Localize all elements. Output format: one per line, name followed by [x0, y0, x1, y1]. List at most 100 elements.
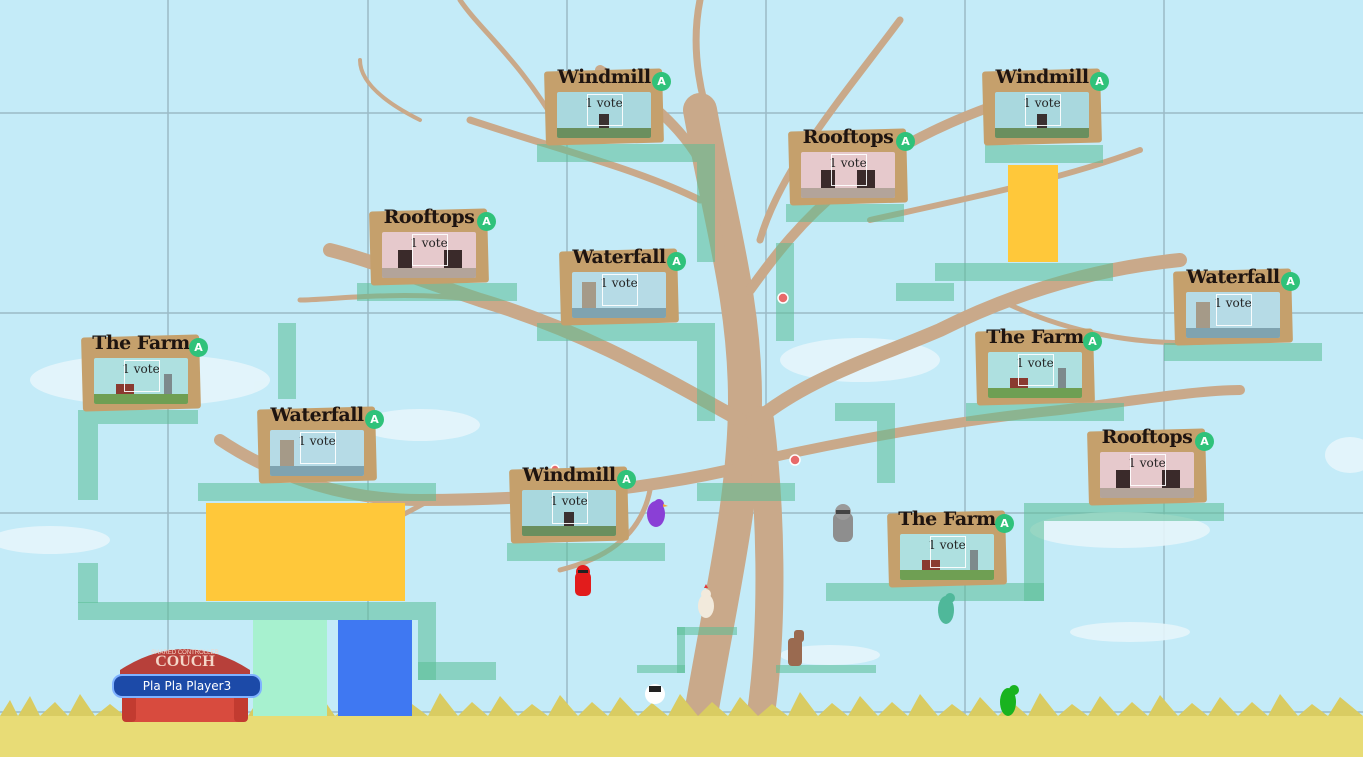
selection-cursor — [412, 234, 448, 266]
level-thumbnail — [270, 430, 364, 476]
player-name-tag: Pla Pla Player3 — [112, 674, 262, 698]
level-title: Waterfall — [270, 404, 364, 426]
selection-cursor — [1025, 94, 1061, 126]
level-title: Waterfall — [572, 246, 666, 268]
platform — [786, 204, 904, 222]
yellow-block — [206, 503, 405, 601]
level-thumbnail — [522, 490, 616, 536]
platform — [78, 602, 436, 620]
platform — [78, 410, 198, 424]
vote-count: 1 vote — [410, 236, 448, 250]
selection-cursor — [124, 360, 160, 392]
selection-cursor — [300, 432, 336, 464]
platform — [935, 263, 1113, 281]
level-card-the-farm[interactable]: The Farm 1 vote A — [975, 326, 1102, 406]
level-thumbnail — [1100, 452, 1194, 498]
yellow-block — [1008, 165, 1058, 262]
platform — [697, 162, 715, 262]
level-title: Rooftops — [383, 206, 475, 228]
level-thumbnail — [988, 352, 1082, 398]
platform — [677, 627, 737, 635]
vote-button-icon[interactable]: A — [477, 212, 496, 231]
couch-arch-line2: COUCH — [155, 653, 215, 670]
vote-count: 1 vote — [1016, 356, 1054, 370]
vote-button-icon[interactable]: A — [365, 410, 384, 429]
platform — [776, 243, 794, 341]
level-card-windmill[interactable]: Windmill 1 vote A — [982, 66, 1109, 146]
level-thumbnail — [900, 534, 994, 580]
vote-count: 1 vote — [122, 362, 160, 376]
vote-count: 1 vote — [1023, 96, 1061, 110]
platform — [877, 421, 895, 483]
vote-button-icon[interactable]: A — [617, 470, 636, 489]
vote-button-icon[interactable]: A — [1195, 432, 1214, 451]
level-card-rooftops[interactable]: Rooftops 1 vote A — [788, 126, 915, 206]
vote-button-icon[interactable]: A — [1083, 332, 1102, 351]
platform — [697, 483, 795, 501]
mint-block — [253, 620, 327, 716]
vote-button-icon[interactable]: A — [667, 252, 686, 271]
platform — [78, 563, 98, 603]
level-card-waterfall[interactable]: Waterfall 1 vote A — [1173, 266, 1300, 346]
vote-button-icon[interactable]: A — [189, 338, 208, 357]
level-card-rooftops[interactable]: Rooftops 1 vote A — [1087, 426, 1214, 506]
couch-icon: SHARED CONTROLLER COUCH — [120, 649, 250, 722]
level-thumbnail — [995, 92, 1089, 138]
vote-count: 1 vote — [1128, 456, 1166, 470]
platform — [198, 483, 436, 501]
level-thumbnail — [572, 272, 666, 318]
level-title: Windmill — [995, 66, 1089, 88]
selection-cursor — [1130, 454, 1166, 486]
level-card-waterfall[interactable]: Waterfall 1 vote A — [559, 246, 686, 326]
level-title: The Farm — [898, 508, 996, 530]
grass — [0, 692, 1363, 757]
vote-count: 1 vote — [585, 96, 623, 110]
level-title: Windmill — [557, 66, 651, 88]
platform — [278, 323, 296, 399]
level-card-the-farm[interactable]: The Farm 1 vote A — [81, 332, 208, 412]
platform — [776, 665, 876, 673]
platform — [78, 424, 98, 500]
level-thumbnail — [94, 358, 188, 404]
couch-arch-line1: SHARED CONTROLLER — [151, 650, 219, 656]
vote-count: 1 vote — [928, 538, 966, 552]
vote-button-icon[interactable]: A — [652, 72, 671, 91]
platform — [637, 665, 685, 673]
platform — [357, 283, 517, 301]
level-card-windmill[interactable]: Windmill 1 vote A — [509, 464, 636, 544]
level-card-rooftops[interactable]: Rooftops 1 vote A — [369, 206, 496, 286]
platform — [1164, 343, 1322, 361]
platform — [966, 403, 1124, 421]
platform — [507, 543, 665, 561]
level-card-waterfall[interactable]: Waterfall 1 vote A — [257, 404, 384, 484]
platform — [677, 627, 685, 673]
level-card-windmill[interactable]: Windmill 1 vote A — [544, 66, 671, 146]
selection-cursor — [587, 94, 623, 126]
platform — [985, 145, 1103, 163]
vote-count: 1 vote — [829, 156, 867, 170]
level-thumbnail — [1186, 292, 1280, 338]
platform — [1024, 503, 1224, 521]
level-title: Rooftops — [1101, 426, 1193, 448]
level-title: The Farm — [92, 332, 190, 354]
selection-cursor — [930, 536, 966, 568]
selection-cursor — [1018, 354, 1054, 386]
vote-button-icon[interactable]: A — [1090, 72, 1109, 91]
selection-cursor — [1216, 294, 1252, 326]
level-title: Waterfall — [1186, 266, 1280, 288]
platform — [697, 341, 715, 421]
level-title: Rooftops — [802, 126, 894, 148]
selection-cursor — [831, 154, 867, 186]
vote-button-icon[interactable]: A — [995, 514, 1014, 533]
vote-count: 1 vote — [600, 276, 638, 290]
platform — [1024, 521, 1044, 601]
platform — [826, 583, 1044, 601]
vote-button-icon[interactable]: A — [896, 132, 915, 151]
level-thumbnail — [382, 232, 476, 278]
level-card-the-farm[interactable]: The Farm 1 vote A — [887, 508, 1014, 588]
vote-count: 1 vote — [298, 434, 336, 448]
platform — [418, 662, 496, 680]
shared-couch: SHARED CONTROLLER COUCH — [110, 632, 260, 724]
vote-button-icon[interactable]: A — [1281, 272, 1300, 291]
